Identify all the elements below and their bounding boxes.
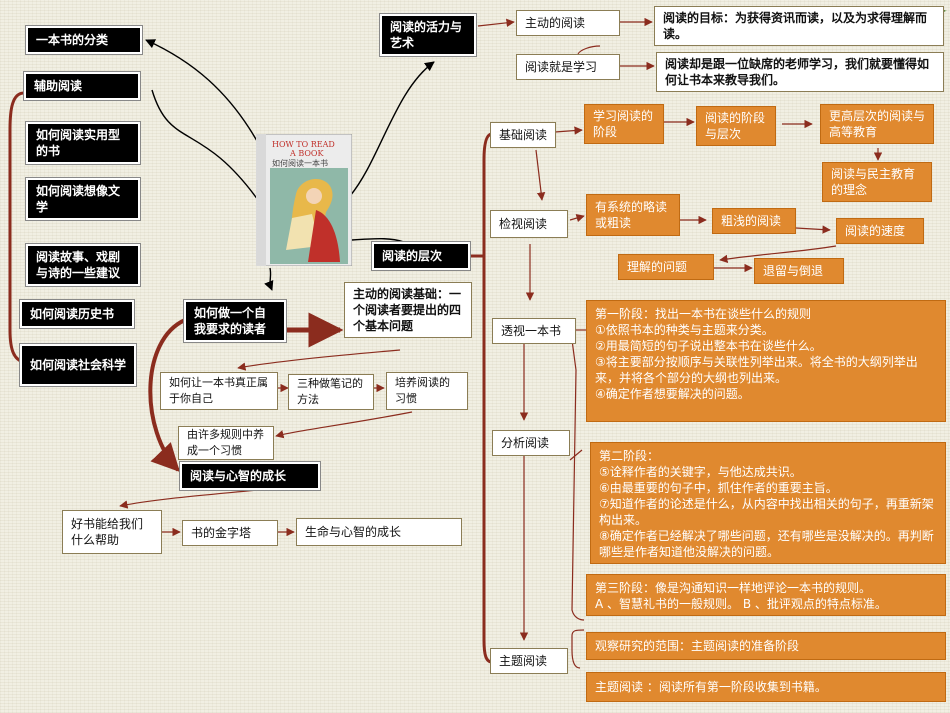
node-inspectional[interactable]: 检视阅读 — [490, 210, 568, 238]
node-learn-stage[interactable]: 学习阅读的阶段 — [584, 104, 664, 144]
node-aux-reading[interactable]: 辅助阅读 — [24, 72, 140, 100]
stage2-lines: 第二阶段： ⑤诠释作者的关键字，与他达成共识。 ⑥由最重要的句子中，抓住作者的重… — [599, 448, 937, 560]
node-vitality[interactable]: 阅读的活力与艺术 — [380, 14, 476, 56]
node-democracy[interactable]: 阅读与民主教育的理念 — [822, 162, 932, 202]
node-superficial[interactable]: 粗浅的阅读 — [712, 208, 796, 234]
stage1-line: ②用最简短的句子说出整本书在谈些什么。 — [595, 339, 822, 353]
node-syn-collect[interactable]: 主题阅读 ：阅读所有第一阶段收集到书籍。 — [586, 672, 946, 702]
node-x-ray[interactable]: 透视一本书 — [492, 318, 576, 344]
stage3-box: 第三阶段：像是沟通知识一样地评论一本书的规则。 A 、智慧礼书的一般规则。 B … — [586, 574, 946, 616]
node-history[interactable]: 如何阅读历史书 — [20, 300, 134, 328]
node-regression[interactable]: 退留与倒退 — [754, 258, 844, 284]
node-comprehension[interactable]: 理解的问题 — [618, 254, 714, 280]
node-teacher[interactable]: 阅读却是跟一位缺席的老师学习，我们就要懂得如何让书本来教导我们。 — [656, 52, 944, 92]
node-pyramid[interactable]: 书的金字塔 — [182, 520, 278, 546]
node-stage-level[interactable]: 阅读的阶段与层次 — [696, 106, 776, 146]
node-speed[interactable]: 阅读的速度 — [836, 218, 924, 244]
node-syntopical[interactable]: 主题阅读 — [490, 648, 568, 674]
stage3-line: A 、智慧礼书的一般规则。 B 、批评观点的特点标准。 — [595, 597, 887, 611]
stage1-line: 第一阶段：找出一本书在谈些什么的规则 — [595, 307, 812, 321]
stage2-line: ⑦知道作者的论述是什么，从内容中找出相关的句子，再重新架构出来。 — [599, 497, 934, 527]
node-higher-ed[interactable]: 更高层次的阅读与高等教育 — [820, 104, 934, 144]
node-analytical[interactable]: 分析阅读 — [492, 430, 570, 456]
cover-title-cn: 如何阅读一本书 — [272, 159, 328, 168]
node-stories[interactable]: 阅读故事、戏剧与诗的一些建议 — [26, 244, 140, 286]
stage1-lines: 第一阶段：找出一本书在谈些什么的规则 ①依照书本的种类与主题来分类。 ②用最简短… — [595, 306, 937, 402]
stage2-line: ⑥由最重要的句子中，抓住作者的重要主旨。 — [599, 481, 838, 495]
stage1-line: ④确定作者想要解决的问题。 — [595, 387, 750, 401]
node-book-classify[interactable]: 一本书的分类 — [26, 26, 142, 54]
node-goal[interactable]: 阅读的目标：为获得资讯而读，以及为求得理解而读。 — [654, 6, 944, 46]
stage3-lines: 第三阶段：像是沟通知识一样地评论一本书的规则。 A 、智慧礼书的一般规则。 B … — [595, 580, 887, 612]
node-good-books[interactable]: 好书能给我们什么帮助 — [62, 510, 162, 554]
node-three-notes[interactable]: 三种做笔记的方法 — [288, 374, 374, 410]
node-syn-scope[interactable]: 观察研究的范围：主题阅读的准备阶段 — [586, 632, 946, 660]
cover-title-en-2: A BOOK — [290, 149, 324, 158]
book-cover-image: HOW TO READ A BOOK 如何阅读一本书 — [255, 133, 353, 267]
node-active-reading[interactable]: 主动的阅读 — [516, 10, 620, 36]
node-levels[interactable]: 阅读的层次 — [372, 242, 470, 270]
stage2-box: 第二阶段： ⑤诠释作者的关键字，与他达成共识。 ⑥由最重要的句子中，抓住作者的重… — [590, 442, 946, 564]
node-rules-habit[interactable]: 由许多规则中养成一个习惯 — [178, 426, 274, 460]
stage1-line: ①依照书本的种类与主题来分类。 — [595, 323, 774, 337]
node-basic[interactable]: 基础阅读 — [490, 122, 556, 148]
stage1-line: ③将主要部分按顺序与关联性列举出来。将全书的大纲列举出来，并将各个部分的大纲也列… — [595, 355, 918, 385]
node-reading-learning[interactable]: 阅读就是学习 — [516, 54, 620, 80]
node-life-mind[interactable]: 生命与心智的成长 — [296, 518, 462, 546]
node-social[interactable]: 如何阅读社会科学 — [20, 344, 136, 386]
node-own-book[interactable]: 如何让一本书真正属于你自己 — [160, 372, 278, 410]
stage2-line: ⑧确定作者已经解决了哪些问题，还有哪些是没解决的。再判断哪些是作者知道他没解决的… — [599, 529, 934, 559]
node-mind-growth[interactable]: 阅读与心智的成长 — [180, 462, 320, 490]
stage1-box: 第一阶段：找出一本书在谈些什么的规则 ①依照书本的种类与主题来分类。 ②用最简短… — [586, 300, 946, 422]
node-skimming[interactable]: 有系统的略读或粗读 — [586, 194, 680, 236]
node-imaginative[interactable]: 如何阅读想像文学 — [26, 178, 140, 220]
node-four-questions[interactable]: 主动的阅读基础：一个阅读者要提出的四个基本问题 — [344, 282, 472, 338]
node-habit[interactable]: 培养阅读的习惯 — [386, 372, 468, 410]
node-self-reader[interactable]: 如何做一个自我要求的读者 — [184, 300, 286, 342]
stage2-line: ⑤诠释作者的关键字，与他达成共识。 — [599, 465, 802, 479]
stage2-line: 第二阶段： — [599, 449, 660, 463]
cover-title-en-1: HOW TO READ — [272, 140, 335, 149]
stage3-line: 第三阶段：像是沟通知识一样地评论一本书的规则。 — [595, 581, 872, 595]
node-practical[interactable]: 如何阅读实用型的书 — [26, 122, 140, 164]
